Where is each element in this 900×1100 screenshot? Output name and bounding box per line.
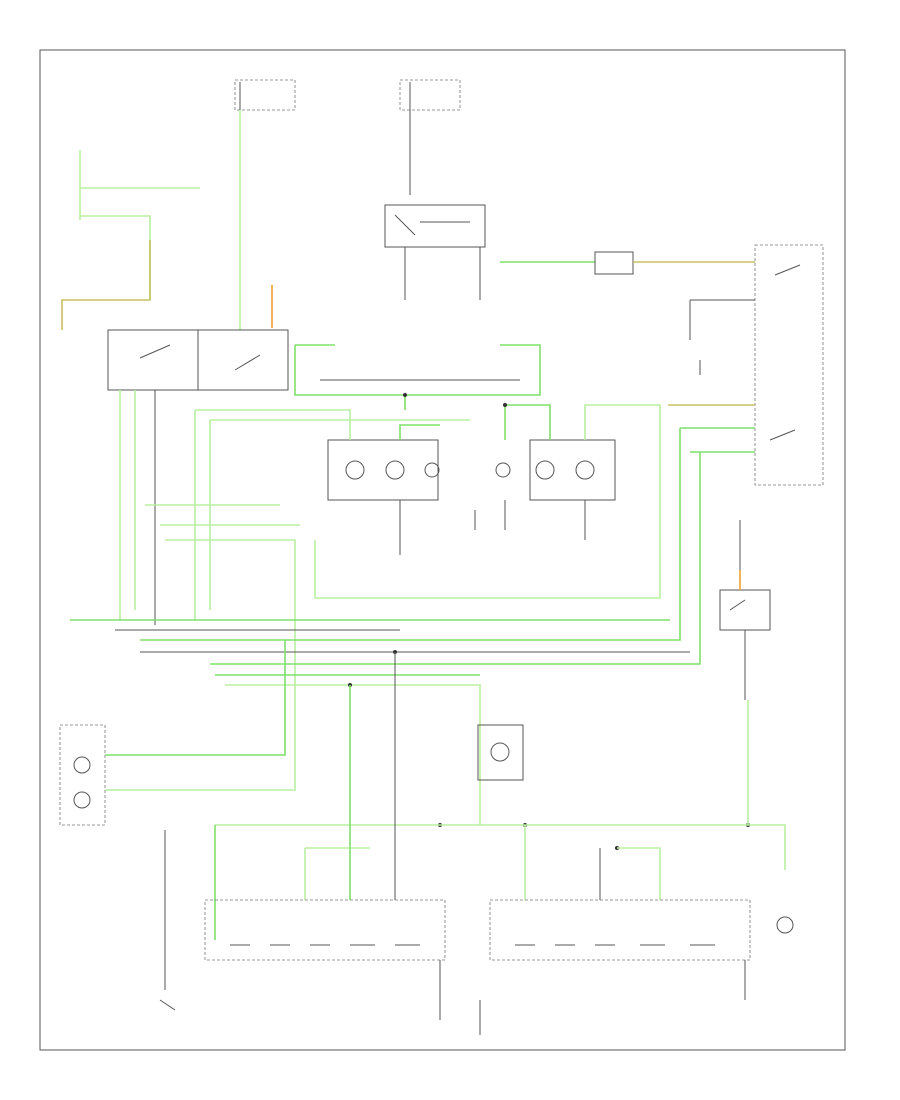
license-plate-light bbox=[477, 724, 524, 781]
dimmer-switch bbox=[594, 251, 634, 275]
hazard-switch bbox=[107, 329, 289, 391]
fuse-box-top-center bbox=[399, 79, 461, 115]
right-combination-light bbox=[495, 439, 616, 501]
fuse-box-top-left bbox=[234, 79, 296, 111]
right-rear-combination-light bbox=[489, 899, 751, 961]
side-marker-bulb bbox=[776, 916, 794, 934]
left-rear-combination-light bbox=[204, 899, 446, 961]
diagram-frame bbox=[39, 49, 846, 1051]
left-combination-light bbox=[327, 439, 440, 501]
turn-signal-flasher bbox=[719, 589, 771, 631]
instrument-cluster bbox=[59, 724, 106, 826]
combination-switch bbox=[754, 244, 824, 486]
tail-light-relay bbox=[384, 204, 486, 248]
